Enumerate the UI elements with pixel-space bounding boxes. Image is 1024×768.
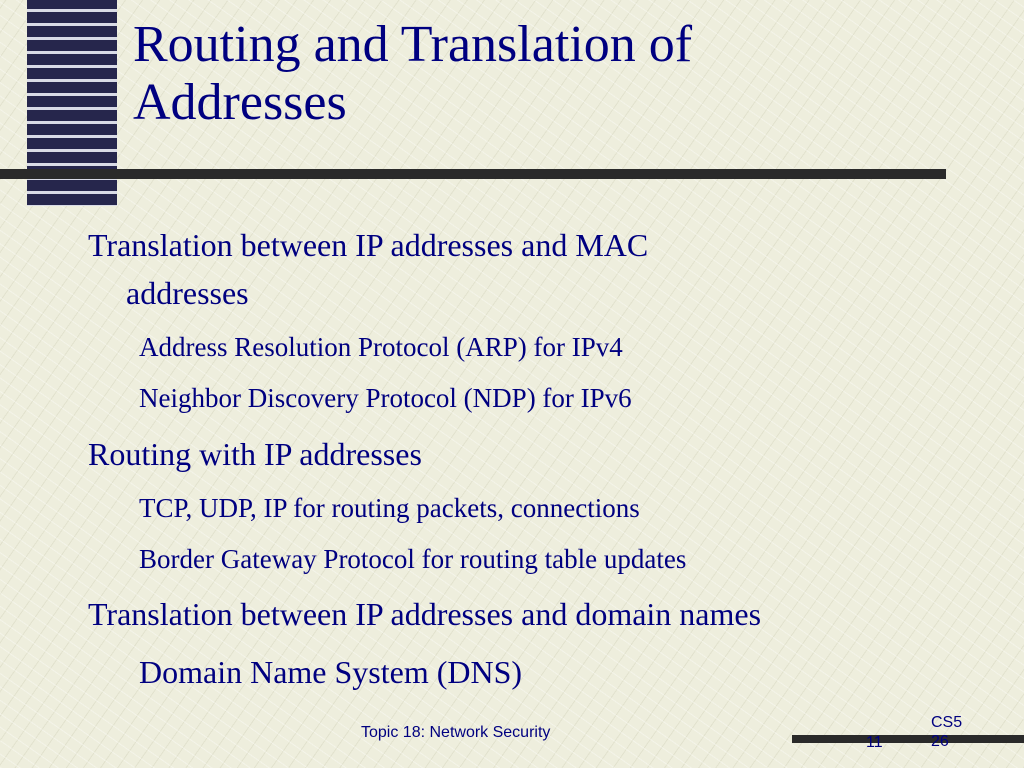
bullet-2: Routing with IP addresses [88,436,422,472]
page-number: 11 [866,734,883,751]
bullet-3: Translation between IP addresses and dom… [88,596,762,632]
footer-divider [792,735,1024,743]
bullet-1-sub-1: Address Resolution Protocol (ARP) for IP… [139,332,623,362]
slide-title: Routing and Translation of Addresses [133,16,993,132]
course-code-line-1: CS5 [931,714,963,731]
course-code-line-2: 26 [931,733,949,750]
bullet-1: Translation between IP addresses and MAC… [88,220,968,318]
slide-title-line-2: Addresses [133,74,347,131]
bullet-2-sub-1: TCP, UDP, IP for routing packets, connec… [139,493,640,523]
bullet-1-sub-2: Neighbor Discovery Protocol (NDP) for IP… [139,383,632,413]
slide-title-line-1: Routing and Translation of [133,16,693,73]
bullet-3-sub-1: Domain Name System (DNS) [139,654,523,690]
bullet-1-text-line-1: Translation between IP addresses and MAC [88,227,649,263]
footer-topic: Topic 18: Network Security [361,724,551,741]
bullet-2-sub-2: Border Gateway Protocol for routing tabl… [139,544,687,574]
course-code: CS5 26 [931,713,973,751]
bullet-1-text-line-2: addresses [126,275,249,311]
title-divider [0,169,946,179]
